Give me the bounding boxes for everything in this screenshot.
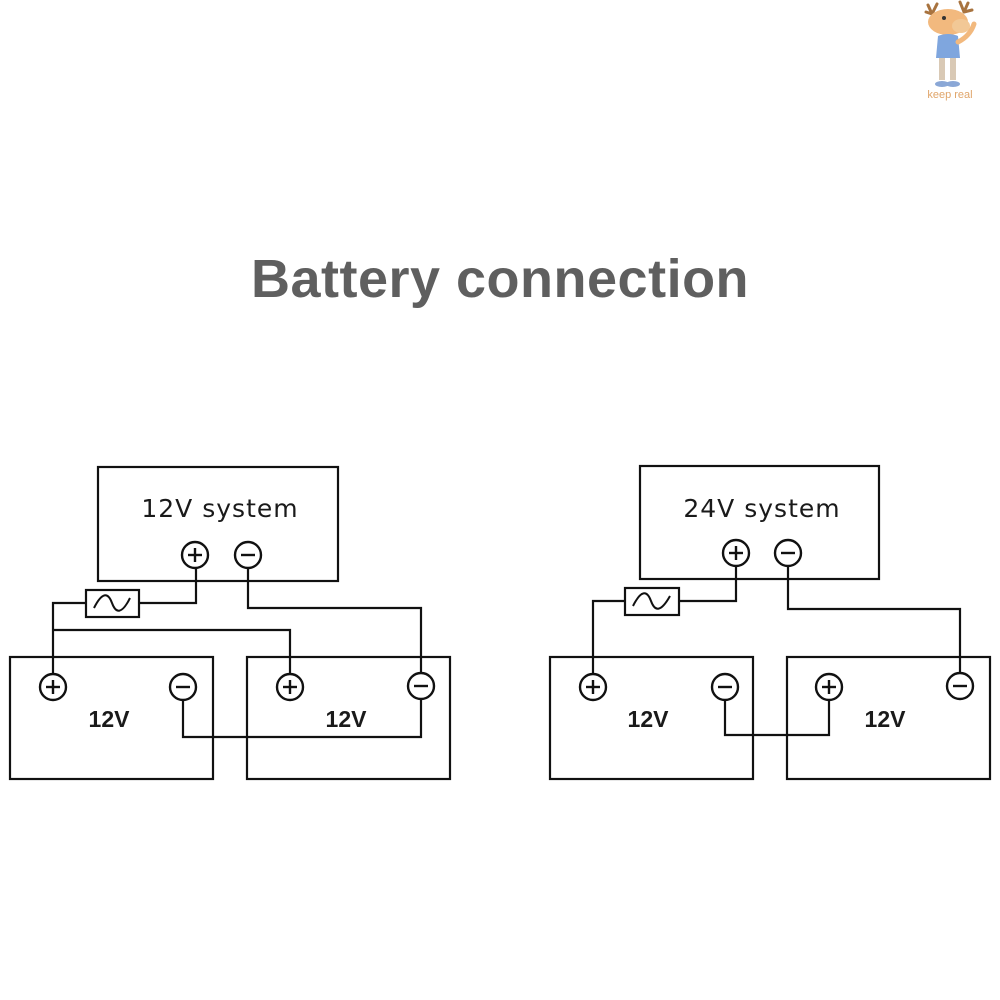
system-label-12v: 12V system bbox=[141, 494, 298, 523]
controller-box-24v bbox=[638, 464, 881, 581]
battery-positive-terminal bbox=[38, 672, 68, 702]
battery-label: 12V bbox=[326, 706, 368, 732]
battery-box bbox=[785, 655, 992, 781]
battery-label: 12V bbox=[89, 706, 131, 732]
controller-box-12v bbox=[96, 465, 340, 583]
wire-controller-negative-to-battery2-negative bbox=[246, 568, 423, 672]
wire-battery1-positive-to-battery2-positive bbox=[53, 628, 292, 674]
wire-battery1-negative-to-battery2-negative bbox=[181, 700, 423, 739]
battery-negative-terminal bbox=[710, 672, 740, 702]
battery-box bbox=[548, 655, 755, 781]
battery-positive-terminal bbox=[275, 672, 305, 702]
moose-mascot-icon: keep real bbox=[924, 0, 977, 101]
battery-box bbox=[8, 655, 215, 781]
wire-controller-negative-to-battery2-negative bbox=[786, 566, 962, 673]
battery-negative-terminal bbox=[406, 671, 436, 701]
wire-fuse-to-battery1-positive bbox=[51, 601, 86, 674]
system-label-24v: 24V system bbox=[683, 494, 840, 523]
wire-controller-positive-to-fuse bbox=[679, 566, 738, 603]
fuse-icon bbox=[84, 588, 141, 619]
battery-label: 12V bbox=[865, 706, 907, 732]
controller-positive-terminal bbox=[180, 540, 210, 570]
diagram-12v-system: 12V system 12V bbox=[8, 465, 452, 781]
battery-negative-terminal bbox=[945, 671, 975, 701]
logo-text: keep real bbox=[927, 89, 972, 101]
battery-label: 12V bbox=[628, 706, 670, 732]
page-title: Battery connection bbox=[250, 249, 750, 309]
wire-battery1-negative-to-battery2-positive bbox=[723, 700, 831, 737]
battery-box bbox=[245, 655, 452, 781]
battery-positive-terminal bbox=[578, 672, 608, 702]
wire-controller-positive-to-fuse bbox=[139, 568, 198, 605]
diagram-24v-system: 24V system 12V bbox=[548, 464, 992, 781]
controller-negative-terminal bbox=[233, 540, 263, 570]
controller-positive-terminal bbox=[721, 538, 751, 568]
wire-fuse-to-battery1-positive bbox=[591, 599, 625, 674]
controller-negative-terminal bbox=[773, 538, 803, 568]
fuse-icon bbox=[623, 586, 681, 617]
battery-positive-terminal bbox=[814, 672, 844, 702]
battery-negative-terminal bbox=[168, 672, 198, 702]
